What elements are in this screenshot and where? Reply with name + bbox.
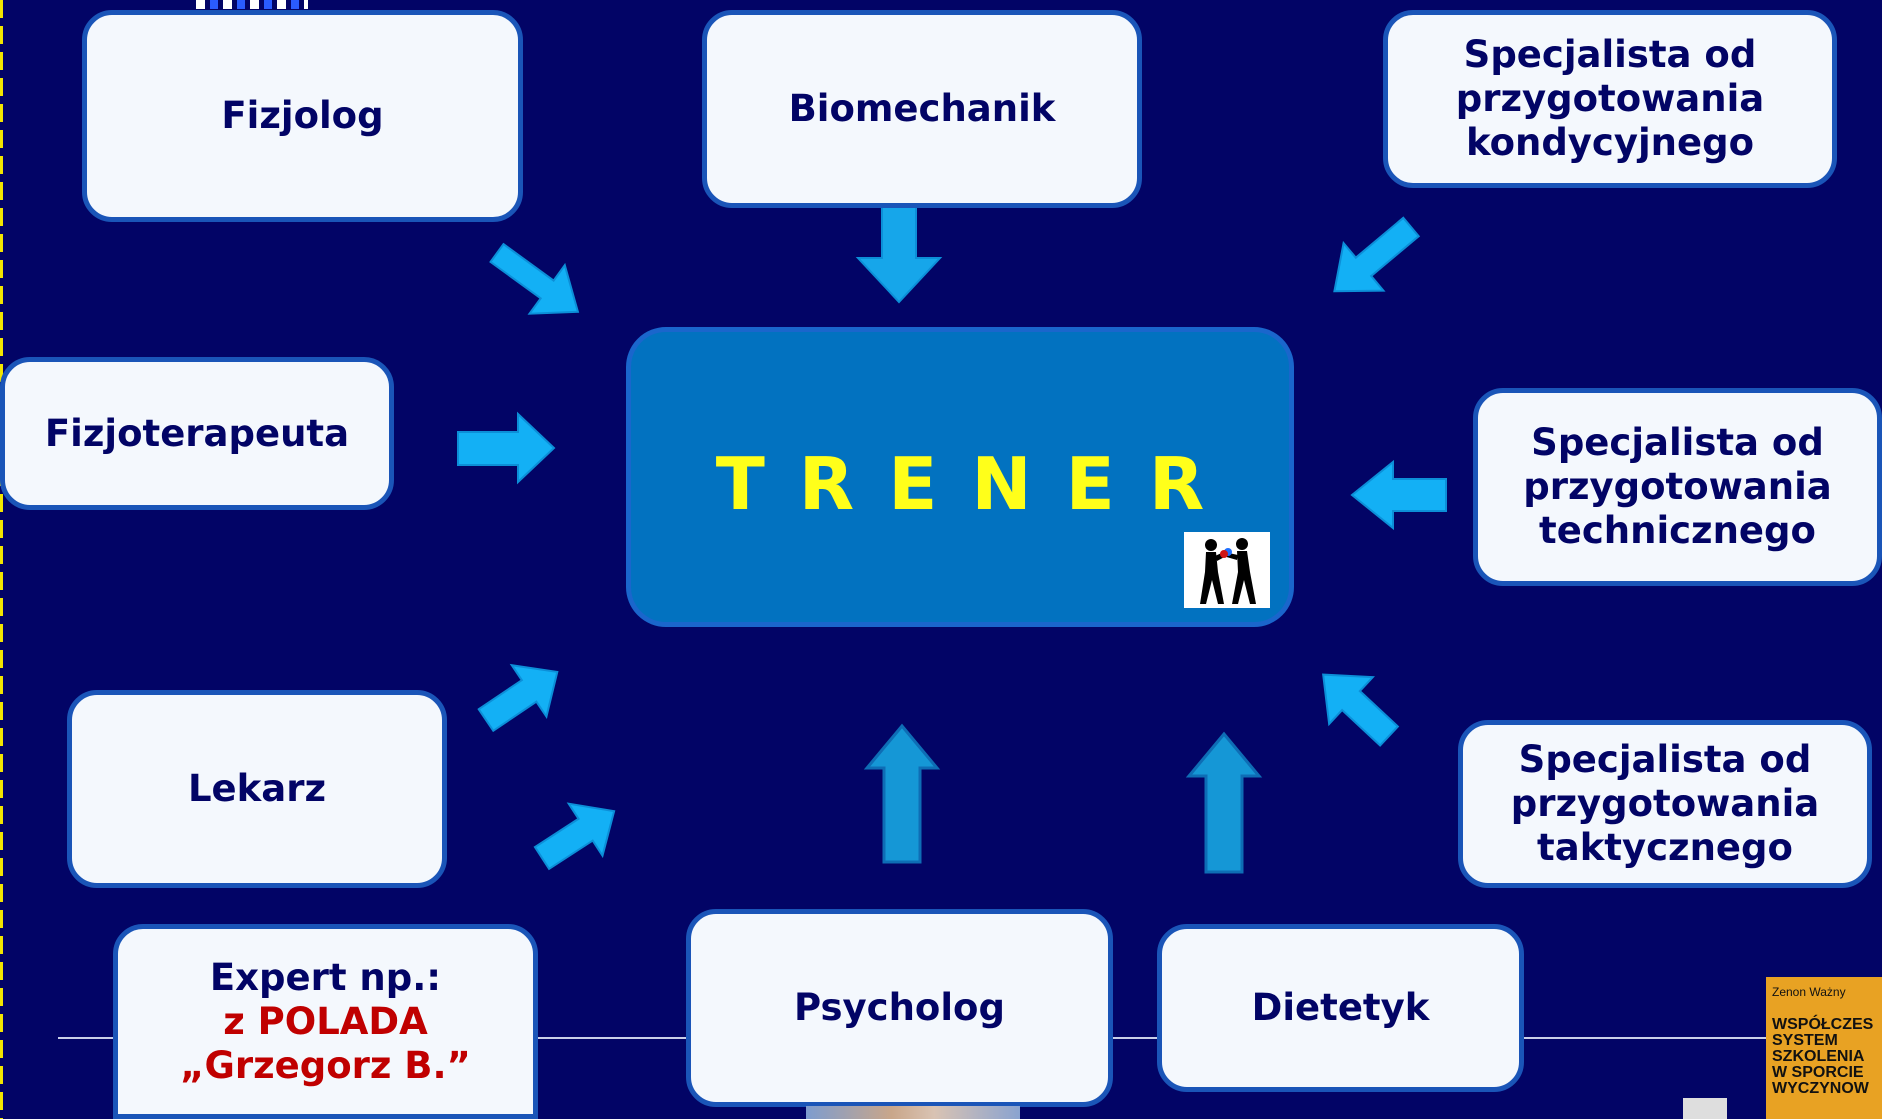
node-fizjolog: Fizjolog <box>82 10 523 222</box>
top-decoration <box>196 0 308 9</box>
node-techniczny: Specjalista od przygotowania techniczneg… <box>1473 388 1882 586</box>
portrait-photo <box>806 1106 1020 1119</box>
arrow-kondycyjny <box>1333 216 1421 293</box>
node-label-line: kondycyjnego <box>1465 121 1755 164</box>
node-kondycyjny: Specjalista od przygotowania kondycyjneg… <box>1383 10 1837 188</box>
node-label-line: Specjalista od <box>1463 33 1757 76</box>
node-lekarz: Lekarz <box>67 690 447 888</box>
node-label-line: Expert np.: <box>209 955 442 999</box>
divider-line <box>58 1037 114 1039</box>
divider-line <box>1111 1037 1159 1039</box>
book-title-line: SZKOLENIA <box>1772 1048 1865 1065</box>
node-label-line: przygotowania <box>1523 465 1832 508</box>
divider-line <box>536 1037 688 1039</box>
node-label-line: taktycznego <box>1537 826 1793 869</box>
node-label: Fizjoterapeuta <box>44 411 350 455</box>
node-label: Dietetyk <box>1251 986 1430 1029</box>
node-trener: TRENER <box>626 327 1294 627</box>
arrow-psycholog <box>863 723 941 864</box>
node-label: Lekarz <box>187 767 327 810</box>
arrow-lekarz-lower <box>533 802 616 871</box>
node-label-line: technicznego <box>1539 509 1816 552</box>
node-biomechanik: Biomechanik <box>702 10 1142 208</box>
book-title-line: WYCZYNOW <box>1772 1080 1869 1097</box>
divider-line <box>1522 1037 1766 1039</box>
arrow-lekarz-upper <box>477 663 559 733</box>
boxers-image <box>1184 532 1270 608</box>
book-title-line: SYSTEM <box>1772 1032 1838 1049</box>
node-label-line: przygotowania <box>1455 77 1765 120</box>
node-expert: Expert np.: z POLADA „Grzegorz B.” <box>113 924 538 1119</box>
node-taktyczny: Specjalista od przygotowania taktycznego <box>1458 720 1872 888</box>
arrow-biomechanik <box>855 204 943 304</box>
left-edge-border <box>0 0 3 1119</box>
node-label-line: Specjalista od <box>1531 421 1824 464</box>
thumbnail-image <box>1683 1098 1727 1119</box>
center-title: TRENER <box>715 442 1239 526</box>
arrow-fizjoterapeuta <box>457 411 556 485</box>
node-label-line-highlight: z POLADA <box>223 999 428 1043</box>
book-title-line: W SPORCIE <box>1772 1064 1864 1081</box>
book-title-line: WSPÓŁCZES <box>1772 1016 1874 1033</box>
node-label: Biomechanik <box>788 87 1056 130</box>
book-title: WSPÓŁCZES SYSTEM SZKOLENIA W SPORCIE WYC… <box>1772 1017 1873 1097</box>
arrow-techniczny <box>1350 459 1447 531</box>
arrow-fizjolog <box>489 242 580 315</box>
node-label-line-highlight: „Grzegorz B.” <box>180 1043 471 1087</box>
arrow-dietetyk <box>1185 731 1263 874</box>
node-label-line: Specjalista od <box>1518 738 1812 781</box>
node-label: Psycholog <box>794 986 1005 1029</box>
arrow-taktyczny <box>1322 673 1400 747</box>
book-author: Zenon Ważny <box>1772 985 1846 999</box>
node-dietetyk: Dietetyk <box>1157 924 1524 1092</box>
book-cover: Zenon Ważny WSPÓŁCZES SYSTEM SZKOLENIA W… <box>1766 977 1882 1119</box>
node-psycholog: Psycholog <box>686 909 1113 1107</box>
node-label-line: przygotowania <box>1510 782 1820 825</box>
node-fizjoterapeuta: Fizjoterapeuta <box>0 357 394 510</box>
node-label: Fizjolog <box>221 94 384 137</box>
